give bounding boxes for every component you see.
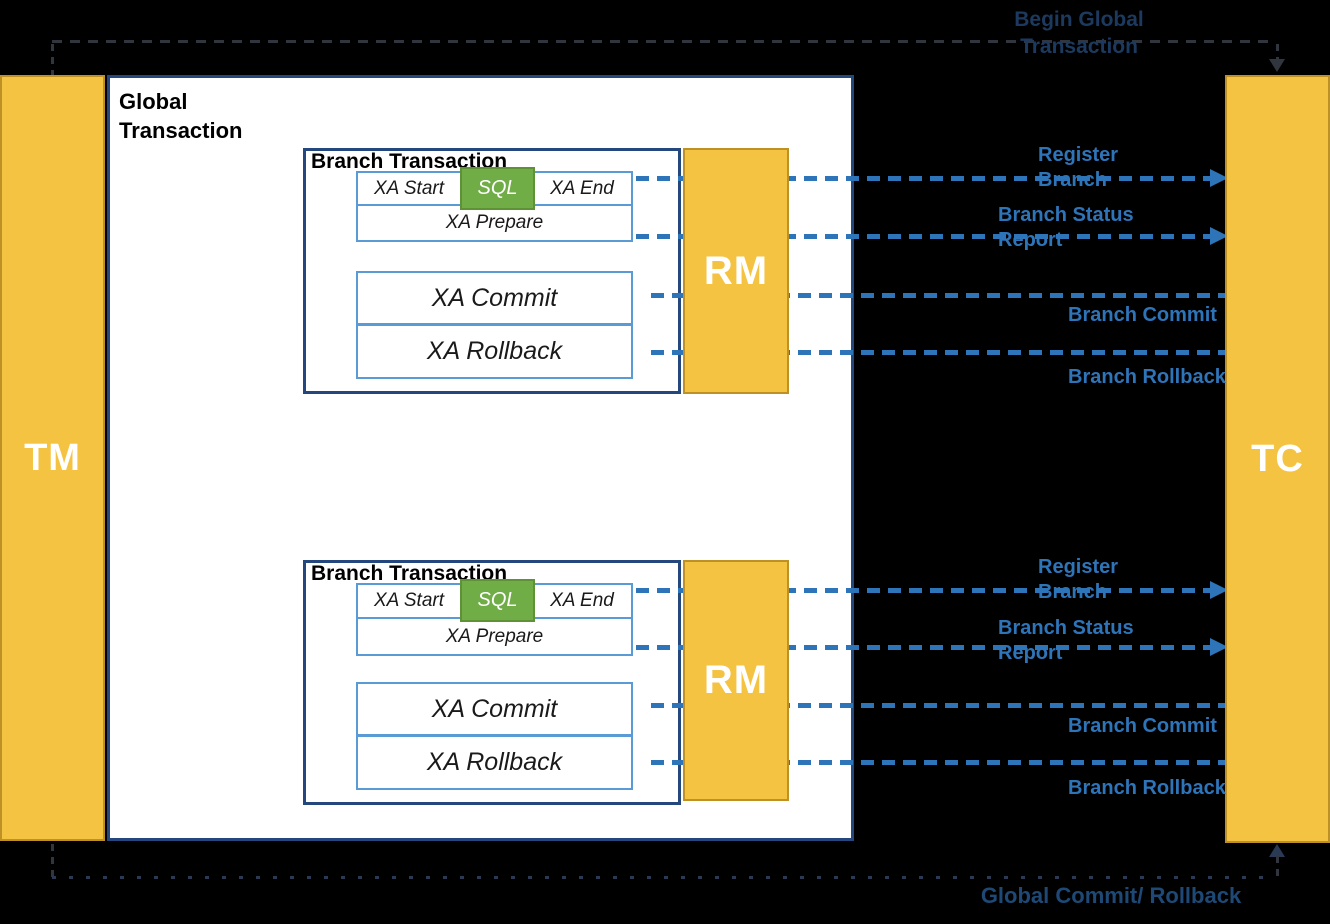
register-branch-line-1 [636,176,1210,181]
xa-start-label-2: XA Start [373,590,445,611]
branch-commit-label-1: Branch Commit [1068,304,1217,326]
xa-commit-box-1: XA Commit [356,271,633,325]
register-branch-line-2 [636,588,1210,593]
sql-box-2: SQL [460,579,535,622]
xa-commit-label-2: XA Commit [431,694,558,723]
branch-transaction-box-2 [303,560,681,805]
begin-global-transaction-label: Begin Global Transaction [1014,8,1144,58]
xa-commit-label-1: XA Commit [431,283,558,312]
sql-label-2: SQL [477,589,518,611]
register-branch-label-1: Register Branch [1038,144,1119,191]
finish-flow-horizontal-line [52,876,1276,879]
branch-transaction-title-1: Branch Transaction [311,150,508,173]
tm-box: TM [0,75,105,841]
branch-transaction-title-2: Branch Transaction [311,562,508,585]
xa-end-label-1: XA End [550,177,614,199]
branch-status-report-line-2 [636,645,1210,650]
xa-prepare-label-1: XA Prepare [445,212,544,233]
branch-status-report-label-1: Branch Status Report [998,204,1134,251]
register-branch-label-2: Register Branch [1038,556,1119,603]
xa-rollback-box-2: XA Rollback [356,735,633,790]
branch-commit-label-2: Branch Commit [1068,715,1217,737]
branch-status-report-label-2: Branch Status Report [998,617,1134,664]
branch-status-report-arrowhead-icon-2 [1210,638,1228,656]
begin-flow-arrowhead-icon [1269,59,1285,72]
global-transaction-title: Global Transaction [119,89,243,143]
global-commit-rollback-label: Global Commit/ Rollback [980,883,1242,908]
xa-start-label-1: XA Start [373,177,445,199]
begin-flow-tm-stub-line [51,44,54,75]
branch-rollback-label-2: Branch Rollback [1068,777,1226,799]
branch-rollback-line-2 [651,760,1225,765]
tc-box: TC [1225,75,1330,843]
xa-prepare-box-1: XA Prepare [356,204,633,242]
xa-end-label-2: XA End [550,590,614,611]
tc-label: TC [1251,437,1304,480]
finish-flow-tm-stub-line [51,844,54,877]
xa-prepare-box-2: XA Prepare [356,617,633,656]
branch-transaction-box-1 [303,148,681,394]
xa-prepare-label-2: XA Prepare [445,625,544,647]
branch-commit-line-2 [651,703,1225,708]
finish-flow-arrowhead-icon [1269,844,1285,857]
begin-flow-tc-stub-line [1276,44,1279,60]
branch-rollback-label-1: Branch Rollback [1068,366,1226,388]
rm-box-1: RM [683,148,789,394]
xa-end-box-1: XA End [531,171,633,206]
tm-label: TM [24,436,81,479]
rm-label-1: RM [703,248,769,293]
xa-rollback-label-1: XA Rollback [426,337,563,365]
register-branch-arrowhead-icon-2 [1210,581,1228,599]
finish-flow-tc-stub-line [1276,856,1279,877]
xa-commit-box-2: XA Commit [356,682,633,736]
register-branch-arrowhead-icon-1 [1210,169,1228,187]
xa-end-box-2: XA End [531,583,633,619]
rm-box-2: RM [683,560,789,801]
sql-label-1: SQL [477,177,518,199]
sql-box-1: SQL [460,167,535,210]
xa-start-box-2: XA Start [356,583,462,619]
branch-status-report-line-1 [636,234,1210,239]
rm-label-2: RM [703,658,769,702]
xa-rollback-box-1: XA Rollback [356,324,633,379]
branch-rollback-line-1 [651,350,1225,355]
branch-commit-line-1 [651,293,1225,298]
branch-status-report-arrowhead-icon-1 [1210,227,1228,245]
begin-flow-horizontal-line [52,40,1276,43]
xa-rollback-label-2: XA Rollback [426,748,563,776]
xa-start-box-1: XA Start [356,171,462,206]
